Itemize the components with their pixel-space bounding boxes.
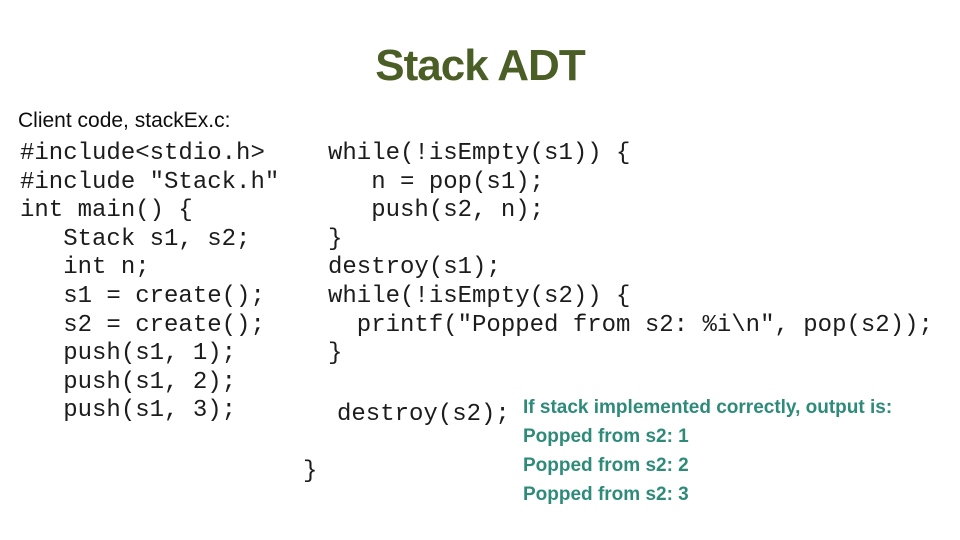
code-block-left: #include<stdio.h> #include "Stack.h" int… — [20, 140, 280, 425]
slide-title: Stack ADT — [375, 41, 585, 91]
code-block-right: while(!isEmpty(s1)) { n = pop(s1); push(… — [328, 140, 933, 368]
code-closing-brace: } — [303, 458, 318, 485]
output-note-line: If stack implemented correctly, output i… — [523, 397, 893, 418]
output-note: If stack implemented correctly, output i… — [523, 393, 892, 509]
output-note-line: Popped from s2: 3 — [523, 484, 689, 505]
code-destroy-s2-line: destroy(s2); — [337, 401, 510, 428]
output-note-line: Popped from s2: 1 — [523, 426, 689, 447]
client-code-heading: Client code, stackEx.c: — [18, 109, 231, 132]
output-note-line: Popped from s2: 2 — [523, 455, 689, 476]
